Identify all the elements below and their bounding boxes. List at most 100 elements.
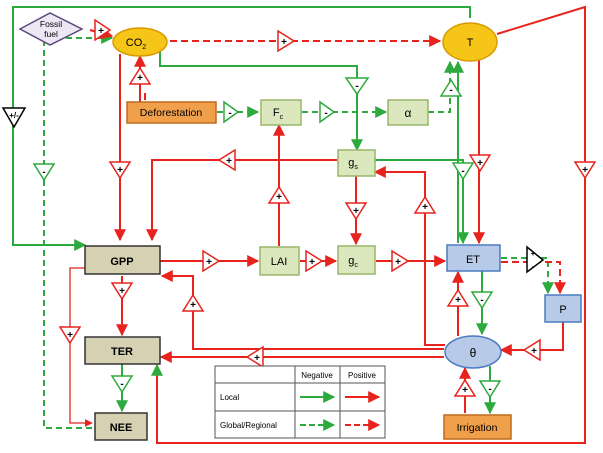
sign-alpha-t: - xyxy=(439,78,463,97)
node-et: ET xyxy=(446,244,501,272)
sign-deforest-co2: + xyxy=(128,66,152,85)
svg-text:-: - xyxy=(480,295,483,306)
link-nee-co2 xyxy=(43,32,114,429)
sign-et-p-plusminus: + - xyxy=(526,245,545,274)
link-gs-gpp xyxy=(146,159,337,242)
svg-text:+/-: +/- xyxy=(9,111,19,120)
link-co2-gs xyxy=(159,52,363,152)
svg-text:-: - xyxy=(488,384,491,395)
sign-lai-fc: + xyxy=(267,185,291,204)
sign-fc-alpha: - xyxy=(319,100,336,124)
svg-text:Deforestation: Deforestation xyxy=(140,107,203,119)
sign-theta-gpp: + xyxy=(181,293,205,312)
svg-text:-: - xyxy=(355,81,358,92)
sign-gpp-lai: + xyxy=(202,249,221,273)
node-fossil-fuel: Fossil fuel xyxy=(18,12,84,46)
svg-text:+: + xyxy=(276,192,282,203)
sign-markers: + + + + + + + + xyxy=(1,18,597,399)
sign-gpp-ter: + xyxy=(110,282,134,301)
svg-text:+: + xyxy=(119,286,125,297)
svg-text:-: - xyxy=(449,85,452,96)
sign-gpp-nee: + xyxy=(58,326,82,345)
sign-p-theta: + xyxy=(522,338,541,362)
svg-text:LAI: LAI xyxy=(271,256,288,268)
sign-gc-et: + xyxy=(391,249,410,273)
sign-theta-et: + xyxy=(446,288,470,307)
sign-gs-gpp: + xyxy=(217,148,236,172)
link-p-theta xyxy=(499,322,564,356)
svg-text:gc: gc xyxy=(348,255,358,269)
legend-col-negative: Negative xyxy=(301,371,333,380)
sign-nee-co2: - xyxy=(32,163,56,182)
svg-text:+: + xyxy=(353,206,359,217)
svg-text:+: + xyxy=(67,330,73,341)
negative-dashed-links xyxy=(43,32,554,429)
sign-gs-gc: + xyxy=(344,202,368,221)
svg-text:-: - xyxy=(532,262,535,271)
svg-text:-: - xyxy=(228,108,231,119)
svg-text:Fc: Fc xyxy=(273,107,284,121)
node-lai: LAI xyxy=(259,246,300,276)
node-alpha: α xyxy=(387,99,429,126)
sign-t-gpp-plusminus: +/- xyxy=(1,107,27,129)
node-co2: CO2 xyxy=(112,27,168,57)
sign-t-ter-right: + xyxy=(573,161,597,180)
positive-dashed-links xyxy=(144,35,566,295)
sign-lai-gc: + xyxy=(305,249,324,273)
sign-theta-ter: + xyxy=(245,345,264,369)
sign-co2-gpp: + xyxy=(108,161,132,180)
link-gs-et xyxy=(375,159,469,245)
node-gpp: GPP xyxy=(84,245,161,275)
svg-text:+: + xyxy=(206,257,212,268)
legend-row-global: Global/Regional xyxy=(220,421,277,430)
svg-text:+: + xyxy=(477,158,483,169)
svg-text:+: + xyxy=(137,73,143,84)
node-t: T xyxy=(442,22,498,62)
svg-text:Irrigation: Irrigation xyxy=(457,422,498,434)
link-t-gpp xyxy=(12,6,471,251)
legend-row-local: Local xyxy=(220,393,239,402)
sign-et-theta: - xyxy=(470,291,494,310)
svg-text:+: + xyxy=(281,37,287,48)
svg-text:+: + xyxy=(190,300,196,311)
svg-text:+: + xyxy=(395,257,401,268)
svg-text:T: T xyxy=(467,37,474,49)
sign-fossil-co2: + xyxy=(94,18,112,42)
sign-t-et: + xyxy=(468,154,492,173)
svg-text:fuel: fuel xyxy=(44,29,58,39)
svg-text:+: + xyxy=(226,156,232,167)
sign-ter-nee: - xyxy=(110,375,134,394)
node-nee: NEE xyxy=(94,412,148,441)
node-ter: TER xyxy=(84,336,161,365)
link-t-ter xyxy=(151,5,586,444)
node-irrigation: Irrigation xyxy=(443,414,512,440)
link-theta-gs xyxy=(373,166,445,346)
node-gs: gs xyxy=(337,149,376,177)
svg-text:gs: gs xyxy=(348,157,358,171)
svg-text:-: - xyxy=(120,379,123,390)
legend-col-positive: Positive xyxy=(348,371,377,380)
legend: Negative Positive Local Global/Regional xyxy=(214,365,386,439)
svg-text:+: + xyxy=(309,257,315,268)
svg-text:TER: TER xyxy=(111,346,133,358)
sign-theta-irrigation: - xyxy=(478,380,502,399)
node-p: P xyxy=(544,294,582,323)
sign-theta-gs: + xyxy=(413,195,437,214)
svg-text:-: - xyxy=(42,167,45,178)
svg-text:α: α xyxy=(405,106,412,120)
svg-text:θ: θ xyxy=(470,346,477,360)
link-et-p-green xyxy=(501,257,554,295)
svg-text:+: + xyxy=(531,346,537,357)
svg-text:+: + xyxy=(531,249,536,258)
svg-text:Fossil: Fossil xyxy=(40,19,62,29)
sign-irrigation-theta: + xyxy=(453,378,477,397)
svg-text:+: + xyxy=(582,165,588,176)
svg-text:+: + xyxy=(117,165,123,176)
link-alpha-t xyxy=(428,60,456,113)
sign-gs-et: - xyxy=(451,162,475,181)
svg-text:+: + xyxy=(98,26,104,37)
node-fc: Fc xyxy=(260,99,302,126)
svg-text:+: + xyxy=(455,295,461,306)
svg-text:-: - xyxy=(324,108,327,119)
